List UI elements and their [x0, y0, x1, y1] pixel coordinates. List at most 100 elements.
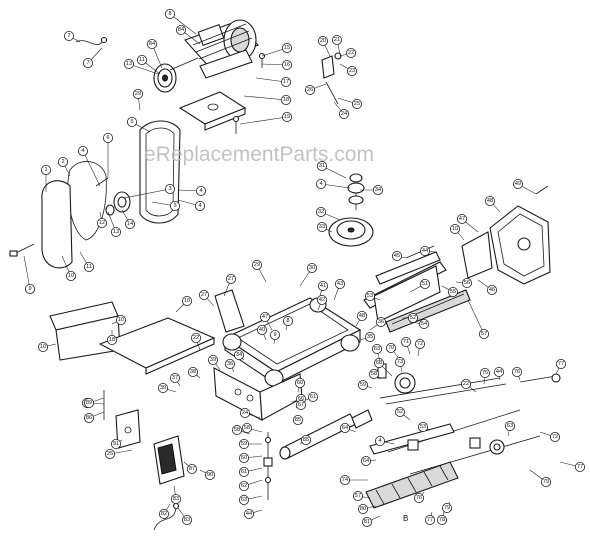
callout-number: 43: [337, 281, 343, 287]
part-callout: 39: [207, 354, 221, 371]
callout-number: 77: [427, 517, 433, 523]
callout-bubble: [486, 284, 497, 295]
part-callout: 4: [374, 435, 395, 446]
part-callout: 77: [559, 461, 586, 472]
callout-bubble: [436, 515, 447, 526]
callout-leader-line: [243, 95, 287, 101]
callout-number: 47: [459, 216, 465, 222]
callout-number: 83: [173, 496, 179, 502]
callout-leader-line: [467, 299, 485, 335]
part-callout: 44: [493, 366, 504, 381]
part-callout: 44: [243, 508, 263, 519]
callout-number: 84: [149, 41, 155, 47]
callout-bubble: [97, 217, 108, 228]
callout-number: 48: [487, 198, 493, 204]
callout-bubble: [315, 206, 326, 217]
callout-bubble: [484, 195, 495, 206]
callout-number: 35: [367, 334, 373, 340]
callout-number: 68: [376, 360, 382, 366]
callout-bubble: [346, 66, 357, 77]
part-callout: 24: [333, 101, 349, 120]
part-callout: 52: [402, 312, 418, 323]
callout-bubble: [198, 289, 209, 300]
callout-number: 25: [107, 451, 113, 457]
part-callout: 14: [121, 209, 136, 229]
callout-number: 38: [190, 369, 196, 375]
part-callout: 63: [238, 494, 263, 505]
part-callout: 3: [151, 200, 180, 211]
part-callout: 26: [304, 83, 327, 96]
callout-number: 39: [160, 385, 166, 391]
callout-bubble: [316, 294, 327, 305]
callout-number: 12: [99, 220, 105, 226]
callout-bubble: [282, 315, 293, 326]
callout-number: 47: [262, 314, 268, 320]
callout-number: 53: [420, 424, 426, 430]
callout-bubble: [58, 156, 69, 167]
part-callout: 60: [294, 377, 305, 393]
callout-bubble: [338, 109, 349, 120]
callout-bubble: [460, 378, 471, 389]
callout-bubble: [116, 314, 127, 325]
callout-number: 41: [320, 283, 326, 289]
callout-bubble: [357, 379, 368, 390]
callout-number: 7: [67, 33, 70, 39]
part-callout: 22: [460, 378, 477, 393]
part-callout: 85: [299, 434, 311, 445]
part-callout: 80: [357, 503, 377, 514]
part-callout: 47: [456, 213, 479, 233]
callout-number: 67: [298, 402, 304, 408]
callout-number: 70: [388, 345, 394, 351]
callout-number: 44: [246, 511, 252, 517]
part-callout: 35: [359, 331, 375, 342]
callout-number: 26: [307, 87, 313, 93]
callout-number: 10: [184, 298, 190, 304]
callout-bubble: [111, 438, 122, 449]
callout-number: 20: [320, 38, 326, 44]
callout-bubble: [334, 278, 345, 289]
callout-number: 49: [515, 181, 521, 187]
callout-bubble: [111, 226, 122, 237]
part-callout: 10: [61, 255, 77, 281]
part-callout: 8: [282, 315, 293, 331]
callout-bubble: [372, 184, 383, 195]
callout-bubble: [107, 334, 118, 345]
part-callout: 11: [136, 55, 161, 75]
part-callout: 57: [467, 299, 489, 339]
callout-number: 3: [173, 203, 176, 209]
callout-number: 9: [273, 332, 276, 338]
callout-number: 2: [61, 159, 64, 165]
callout-number: 32: [318, 209, 324, 215]
callout-bubble: [181, 515, 192, 526]
callout-bubble: [351, 99, 362, 110]
part-callout: 48: [484, 195, 501, 213]
callout-number: 74: [342, 477, 348, 483]
part-callout: 37: [169, 372, 181, 387]
callout-number: 10: [40, 344, 46, 350]
callout-number: 61: [310, 394, 316, 400]
part-callout: 19: [239, 112, 292, 125]
callout-bubble: [306, 262, 317, 273]
part-callout: 31: [316, 160, 347, 179]
callout-bubble: [512, 366, 523, 377]
callout-bubble: [461, 277, 472, 288]
callout-number: 7: [86, 60, 89, 66]
part-callout: 81: [361, 515, 381, 528]
part-callout: 10: [175, 295, 192, 313]
callout-bubble: [449, 223, 460, 234]
callout-bubble: [394, 356, 405, 367]
callout-bubble: [368, 368, 379, 379]
callout-number: 64: [342, 425, 348, 431]
part-callout: 7: [64, 30, 81, 43]
callout-number: 85: [295, 417, 301, 423]
callout-number: 55: [450, 289, 456, 295]
callout-bubble: [175, 24, 186, 35]
part-callout: 22: [339, 48, 356, 59]
callout-bubble: [394, 406, 405, 417]
callout-bubble: [575, 461, 586, 472]
guide-rails: [363, 245, 471, 333]
callout-bubble: [256, 324, 267, 335]
callout-leader-line: [169, 13, 197, 35]
callout-leader-line: [82, 150, 101, 187]
callout-bubble: [316, 160, 327, 171]
